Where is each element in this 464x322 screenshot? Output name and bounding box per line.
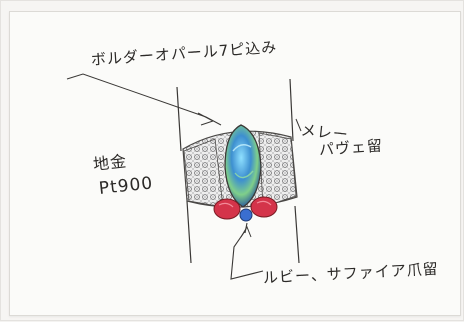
opal-stone xyxy=(224,124,262,208)
leader-line-ruby xyxy=(230,222,264,280)
label-metal: 地金 xyxy=(92,151,128,174)
leader-line-opal xyxy=(66,73,222,126)
ruby-right xyxy=(250,196,278,218)
shank-left-line xyxy=(176,86,192,264)
label-pave-setting: パヴェ留 xyxy=(318,136,384,159)
ruby-left xyxy=(213,198,241,220)
sapphire xyxy=(239,208,253,222)
shank-right-line xyxy=(289,78,300,264)
